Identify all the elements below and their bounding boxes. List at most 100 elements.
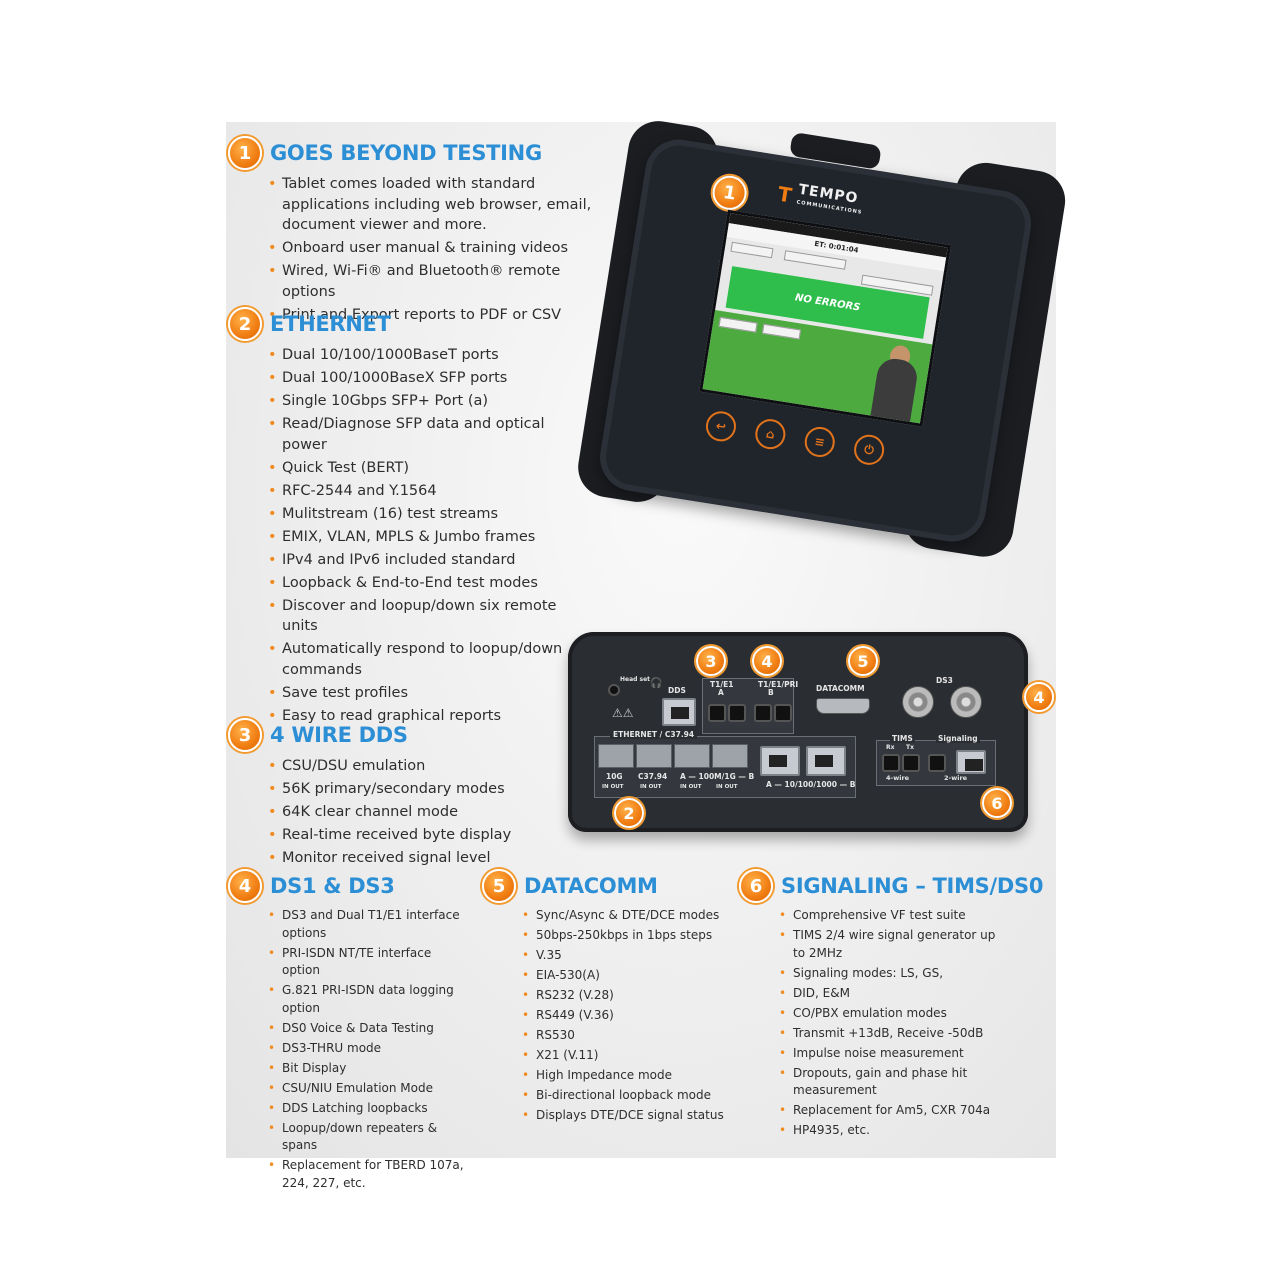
list-item: DDS Latching loopbacks xyxy=(268,1100,468,1118)
tablet-screen: ET: 0:01:04 NO ERRORS xyxy=(699,209,952,427)
list-item: Signaling modes: LS, GS, xyxy=(779,965,1009,983)
sfp-c3794-label: C37.94 xyxy=(638,772,668,781)
rx-label: Rx xyxy=(886,744,895,751)
section-title: DS1 & DS3 xyxy=(270,874,395,898)
ds3-label: DS3 xyxy=(936,676,953,685)
menu-icon: ≡ xyxy=(802,424,837,460)
list-item: Wired, Wi-Fi® and Bluetooth® remote opti… xyxy=(268,261,598,302)
list-item: Bit Display xyxy=(268,1060,468,1078)
in-out-label: IN OUT xyxy=(716,784,738,790)
sfp-ab-label: A — 100M/1G — B xyxy=(680,772,755,781)
section-number-badge: 5 xyxy=(482,869,516,903)
list-item: RS232 (V.28) xyxy=(522,987,732,1005)
t1e1-a-label: A xyxy=(718,688,724,697)
front-marker-badge: 6 xyxy=(982,788,1012,818)
list-item: Onboard user manual & training videos xyxy=(268,238,598,259)
section-datacomm: 5 DATACOMM Sync/Async & DTE/DCE modes 50… xyxy=(482,869,737,1127)
rj45-port-a xyxy=(760,746,800,776)
t1e1-tx-jack xyxy=(728,704,746,722)
section-ethernet: 2 ETHERNET Dual 10/100/1000BaseT ports D… xyxy=(228,307,598,729)
list-item: X21 (V.11) xyxy=(522,1047,732,1065)
t1e1-rx-jack xyxy=(708,704,726,722)
sfp-b-port xyxy=(712,744,748,768)
section-4-wire-dds: 3 4 WIRE DDS CSU/DSU emulation 56K prima… xyxy=(228,718,558,871)
list-item: IPv4 and IPv6 included standard xyxy=(268,550,568,571)
list-item: Dual 100/1000BaseX SFP ports xyxy=(268,368,568,389)
tx-label: Tx xyxy=(906,744,914,751)
screen-field xyxy=(761,323,802,340)
list-item: DID, E&M xyxy=(779,985,1009,1003)
screen-field xyxy=(730,241,774,259)
list-item: Monitor received signal level xyxy=(268,848,558,869)
list-item: DS3 and Dual T1/E1 interface options xyxy=(268,907,468,942)
sfp-c3794-port xyxy=(636,744,672,768)
list-item: RFC-2544 and Y.1564 xyxy=(268,481,568,502)
section-signaling-tims-ds0: 6 SIGNALING – TIMS/DS0 Comprehensive VF … xyxy=(739,869,1049,1142)
back-icon: ↩ xyxy=(703,409,739,444)
section-goes-beyond-testing: 1 GOES BEYOND TESTING Tablet comes loade… xyxy=(228,136,598,328)
list-item: Loopback & End-to-End test modes xyxy=(268,573,568,594)
datacomm-connector xyxy=(816,698,870,714)
list-item: Bi-directional loopback mode xyxy=(522,1087,732,1105)
list-item: High Impedance mode xyxy=(522,1067,732,1085)
list-item: V.35 xyxy=(522,947,732,965)
front-marker-badge: 4 xyxy=(1024,682,1054,712)
screen-field xyxy=(718,316,758,333)
signaling-rj-port xyxy=(956,750,986,774)
headphone-icon: 🎧 xyxy=(650,678,663,689)
front-marker-badge: 5 xyxy=(848,646,878,676)
t1e1-label: T1/E1 xyxy=(710,680,734,689)
list-item: Mulitstream (16) test streams xyxy=(268,504,568,525)
home-icon: ⌂ xyxy=(753,416,788,452)
list-item: Dropouts, gain and phase hit measurement xyxy=(779,1065,1009,1100)
presenter-body xyxy=(870,356,920,422)
two-wire-label: 2-wire xyxy=(944,774,968,782)
section-title: DATACOMM xyxy=(524,874,658,898)
list-item: Sync/Async & DTE/DCE modes xyxy=(522,907,732,925)
sfp-a-port xyxy=(674,744,710,768)
headset-label: Head set xyxy=(620,676,651,683)
t1e1pri-rx-jack xyxy=(754,704,772,722)
section-title: ETHERNET xyxy=(270,312,391,336)
list-item: Read/Diagnose SFP data and optical power xyxy=(268,414,568,455)
list-item: Quick Test (BERT) xyxy=(268,458,568,479)
list-item: Dual 10/100/1000BaseT ports xyxy=(268,345,568,366)
list-item: EMIX, VLAN, MPLS & Jumbo frames xyxy=(268,527,568,548)
tempo-logo-mark: T xyxy=(776,181,794,208)
section-ds1-ds3: 4 DS1 & DS3 DS3 and Dual T1/E1 interface… xyxy=(228,869,483,1195)
dds-label: DDS xyxy=(668,686,686,695)
section-number-badge: 3 xyxy=(228,718,262,752)
list-item: Single 10Gbps SFP+ Port (a) xyxy=(268,391,568,412)
tims-label: TIMS xyxy=(890,734,915,743)
list-item: CO/PBX emulation modes xyxy=(779,1005,1009,1023)
list-item: Real-time received byte display xyxy=(268,825,558,846)
section-number-badge: 1 xyxy=(228,136,262,170)
list-item: RS530 xyxy=(522,1027,732,1045)
ethernet-label: ETHERNET / C37.94 xyxy=(610,730,698,739)
front-panel-body: Head set 🎧 ⚠⚠ DDS T1/E1 T1/E1/PRI A B DA… xyxy=(568,632,1028,832)
tablet-marker-badge: 1 xyxy=(710,173,750,213)
section-number-badge: 6 xyxy=(739,869,773,903)
list-item: EIA-530(A) xyxy=(522,967,732,985)
headset-jack xyxy=(608,684,620,696)
list-item: Impulse noise measurement xyxy=(779,1045,1009,1063)
ds3-bnc-in xyxy=(902,686,934,718)
signaling-jack xyxy=(928,754,946,772)
list-item: HP4935, etc. xyxy=(779,1122,1009,1140)
list-item: Easy to read graphical reports xyxy=(268,706,568,727)
in-out-label: IN OUT xyxy=(602,784,624,790)
list-item: 56K primary/secondary modes xyxy=(268,779,558,800)
list-item: DS0 Voice & Data Testing xyxy=(268,1020,468,1038)
t1e1pri-tx-jack xyxy=(774,704,792,722)
list-item: Displays DTE/DCE signal status xyxy=(522,1107,732,1125)
list-item: CSU/DSU emulation xyxy=(268,756,558,777)
rj45-label: A — 10/100/1000 — B xyxy=(766,780,856,789)
list-item: Discover and loopup/down six remote unit… xyxy=(268,596,568,637)
list-item: Print and Export reports to PDF or CSV xyxy=(268,305,598,326)
in-out-label: IN OUT xyxy=(680,784,702,790)
section-number-badge: 4 xyxy=(228,869,262,903)
list-item: Save test profiles xyxy=(268,683,568,704)
list-item: Tablet comes loaded with standard applic… xyxy=(268,174,598,236)
